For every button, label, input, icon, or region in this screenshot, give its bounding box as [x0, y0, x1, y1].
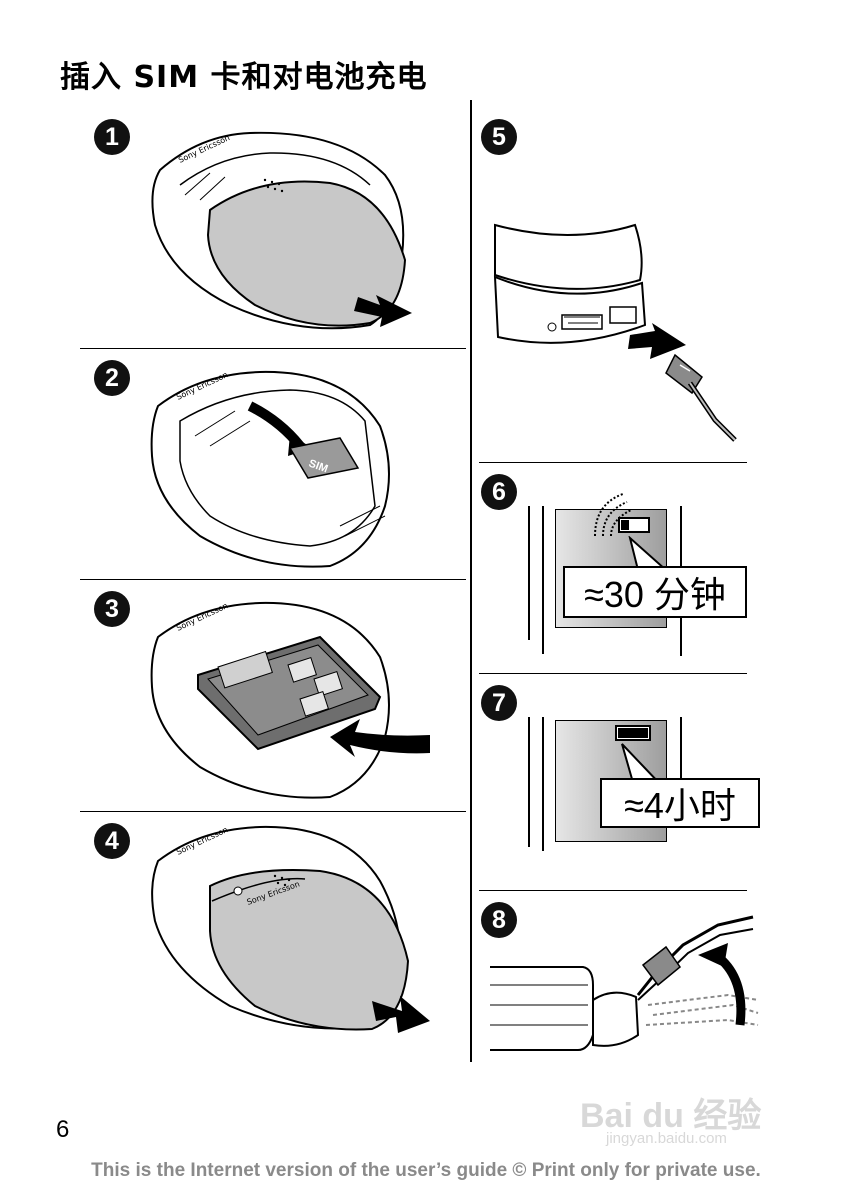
step-1-number: 1 [94, 119, 130, 155]
step-8-number: 8 [481, 902, 517, 938]
step-4-illustration: Sony Ericsson Sony Ericsson [151, 825, 430, 1033]
step-5-number: 5 [481, 119, 517, 155]
divider-1-2 [80, 348, 466, 349]
column-divider [470, 100, 472, 1062]
step-6-time-label: ≈30 分钟 [563, 566, 747, 618]
battery-full-icon [615, 725, 651, 741]
step-7-phone-edge-inner [542, 717, 544, 851]
divider-2-3 [80, 579, 466, 580]
step-7-time-label: ≈4小时 [600, 778, 760, 828]
divider-5-6 [479, 462, 747, 463]
divider-3-4 [80, 811, 466, 812]
divider-7-8 [479, 890, 747, 891]
step-1-illustration: Sony Ericsson [151, 131, 412, 330]
step-6-phone-edge [528, 506, 530, 640]
page-title: 插入 SIM 卡和对电池充电 [60, 60, 428, 95]
step-7-number: 7 [481, 685, 517, 721]
step-2-illustration: SIM Sony Ericsson [150, 370, 390, 568]
step-3-number: 3 [94, 591, 130, 627]
step-3-illustration: Sony Ericsson [150, 601, 430, 799]
footer-notice: This is the Internet version of the user… [91, 1160, 761, 1181]
step-6-number: 6 [481, 474, 517, 510]
divider-6-7 [479, 673, 747, 674]
step-7-phone-edge [528, 717, 530, 847]
watermark-url: jingyan.baidu.com [606, 1130, 727, 1147]
step-4-number: 4 [94, 823, 130, 859]
watermark-logo: Bai du 经验 [580, 1097, 762, 1135]
step-2-number: 2 [94, 360, 130, 396]
step-8-illustration [490, 915, 759, 1051]
step-7-phone-edge-right [680, 717, 682, 787]
step-5-illustration [493, 223, 737, 442]
step-6-phone-edge-inner [542, 506, 544, 654]
page-number: 6 [56, 1116, 70, 1143]
charging-waves-icon [594, 493, 650, 537]
